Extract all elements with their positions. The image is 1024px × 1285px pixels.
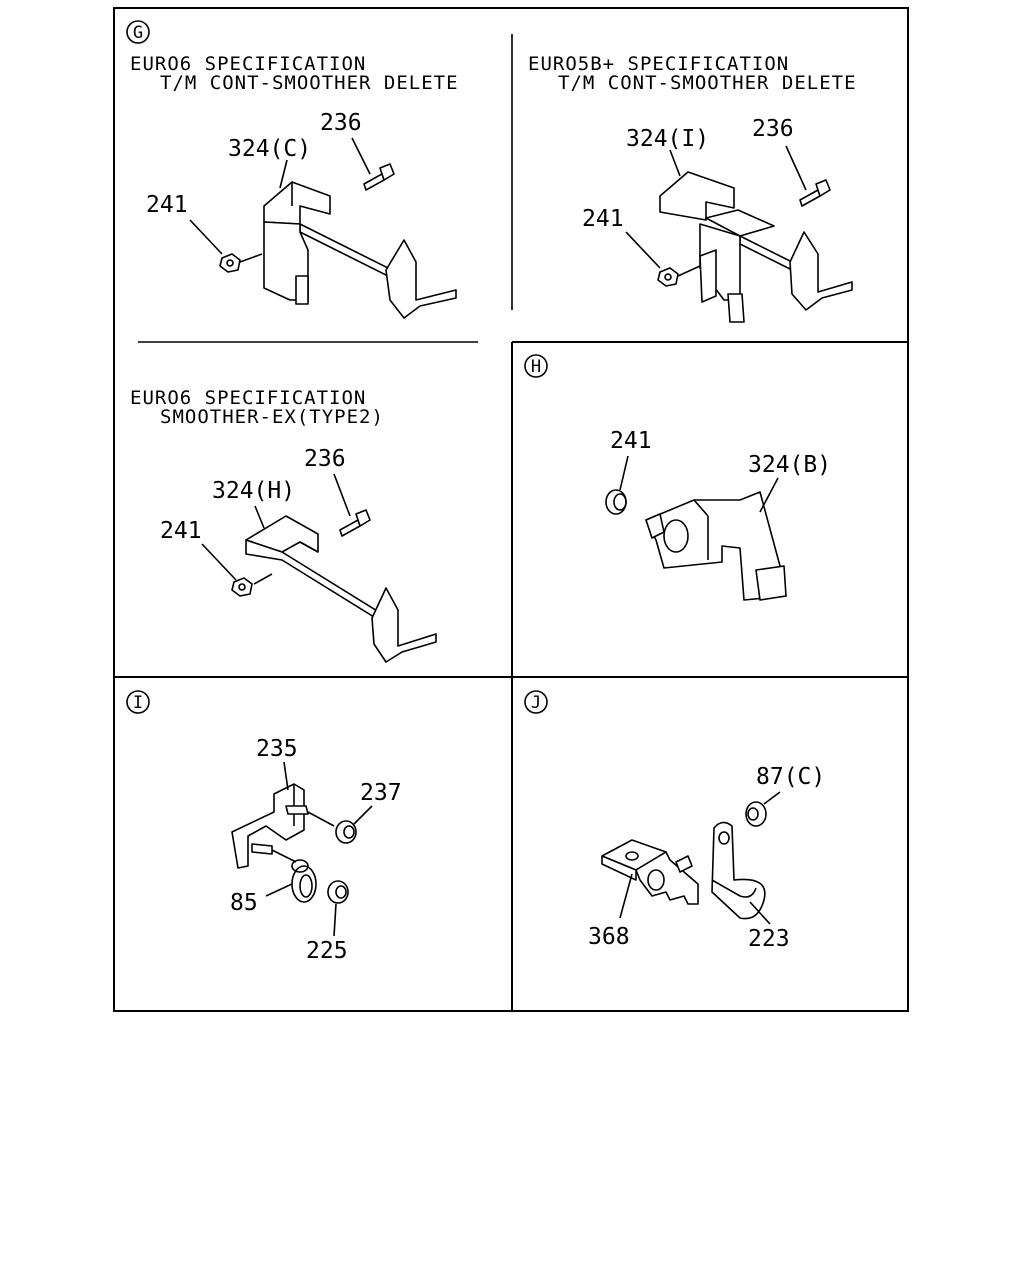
leader-368 xyxy=(619,873,633,919)
section-i: I 235 237 xyxy=(126,690,402,964)
bracket-324b xyxy=(645,491,787,601)
leader-241 xyxy=(625,231,661,269)
section-h-marker: H xyxy=(524,354,548,378)
nut-225 xyxy=(327,880,349,904)
panel-g-right: EURO5B+ SPECIFICATION T/M CONT-SMOOTHER … xyxy=(528,53,857,323)
label-324i: 324(I) xyxy=(626,126,709,152)
leader-241 xyxy=(619,455,629,491)
nut-241-leader xyxy=(239,253,263,263)
label-85: 85 xyxy=(230,890,258,916)
clamp-223 xyxy=(711,821,766,920)
label-225: 225 xyxy=(306,938,348,964)
section-h-marker-letter: H xyxy=(531,357,541,377)
leader-225 xyxy=(333,903,337,937)
label-324c: 324(C) xyxy=(228,136,311,162)
label-241: 241 xyxy=(582,206,624,232)
label-241: 241 xyxy=(160,518,202,544)
stud-upper xyxy=(285,805,335,827)
leader-324i xyxy=(669,149,681,177)
bracket-324c xyxy=(263,181,457,319)
leader-87c xyxy=(763,791,781,805)
leader-236 xyxy=(351,137,371,175)
leader-236 xyxy=(785,145,807,191)
bolt-236 xyxy=(339,509,371,537)
leader-241 xyxy=(189,219,223,255)
nut-241-leader xyxy=(677,265,701,277)
leader-85 xyxy=(265,883,293,897)
clip-85 xyxy=(291,859,317,903)
leader-324c xyxy=(279,159,288,189)
label-236: 236 xyxy=(752,116,794,142)
panel-g-right-title-line2: T/M CONT-SMOOTHER DELETE xyxy=(558,72,857,94)
panel-g-left-title-line1: EURO6 SPECIFICATION xyxy=(130,53,366,75)
label-241: 241 xyxy=(610,428,652,454)
label-241: 241 xyxy=(146,192,188,218)
leader-235 xyxy=(283,761,289,791)
section-h: H 241 324(B) xyxy=(524,354,831,601)
nut-87c xyxy=(745,801,767,827)
nut-241 xyxy=(219,253,241,273)
label-368: 368 xyxy=(588,924,630,950)
bolt-236 xyxy=(799,179,831,207)
section-j: J 87(C) 368 223 xyxy=(524,690,825,952)
panel-g-lower: EURO6 SPECIFICATION SMOOTHER-EX(TYPE2) 3… xyxy=(130,387,437,663)
section-j-marker-letter: J xyxy=(531,693,541,713)
bracket-368 xyxy=(601,839,699,905)
panel-g-left: EURO6 SPECIFICATION T/M CONT-SMOOTHER DE… xyxy=(130,53,459,319)
section-j-marker: J xyxy=(524,690,548,714)
label-324b: 324(B) xyxy=(748,452,831,478)
panel-g-right-title-line1: EURO5B+ SPECIFICATION xyxy=(528,53,789,75)
leader-324b xyxy=(759,477,779,513)
section-g-marker: G xyxy=(126,20,150,44)
label-235: 235 xyxy=(256,736,298,762)
bolt-236 xyxy=(363,163,395,191)
leader-223 xyxy=(749,901,771,925)
panel-g-left-title-line2: T/M CONT-SMOOTHER DELETE xyxy=(160,72,459,94)
section-i-marker: I xyxy=(126,690,150,714)
leader-324h xyxy=(254,505,265,529)
section-i-marker-letter: I xyxy=(133,693,143,713)
nut-241 xyxy=(657,267,679,287)
leader-241 xyxy=(201,543,237,581)
section-g-marker-letter: G xyxy=(133,23,143,43)
nut-241-leader xyxy=(253,573,273,585)
stud-lower xyxy=(251,843,297,863)
leader-236 xyxy=(333,473,351,517)
nut-241 xyxy=(605,489,627,515)
label-236: 236 xyxy=(320,110,362,136)
bracket-235 xyxy=(231,783,305,869)
leader-237 xyxy=(353,805,373,825)
label-324h: 324(H) xyxy=(212,478,295,504)
nut-237 xyxy=(335,820,357,844)
panel-g-lower-title-line1: EURO6 SPECIFICATION xyxy=(130,387,366,409)
bracket-324i xyxy=(659,171,853,323)
label-87c: 87(C) xyxy=(756,764,825,790)
label-223: 223 xyxy=(748,926,790,952)
nut-241 xyxy=(231,577,253,597)
label-237: 237 xyxy=(360,780,402,806)
label-236: 236 xyxy=(304,446,346,472)
panel-g-lower-title-line2: SMOOTHER-EX(TYPE2) xyxy=(160,406,384,428)
bracket-324h xyxy=(245,515,437,663)
